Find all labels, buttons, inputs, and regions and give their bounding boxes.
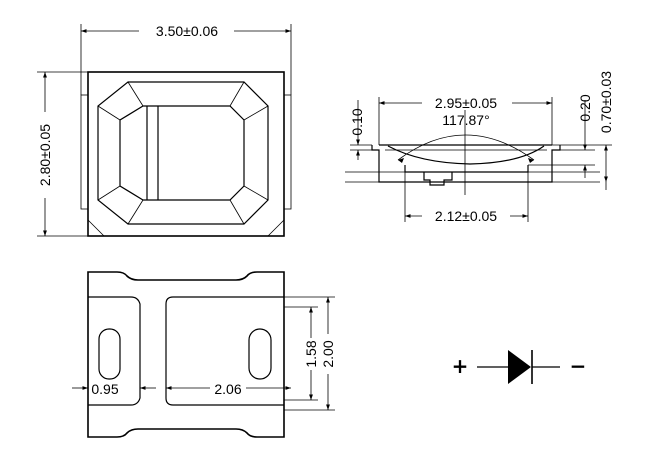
- side-right-step-dimension: 0.20: [577, 94, 593, 121]
- anode-plus-sign: +: [452, 354, 469, 378]
- right-pad-slot: [248, 328, 272, 380]
- side-left-step-dimension: 0.10: [349, 108, 365, 135]
- side-total-height-dimension: 0.70±0.03: [598, 71, 614, 133]
- polarity-symbol: + −: [452, 350, 587, 384]
- left-pad-slot: [98, 328, 121, 380]
- top-height-dimension: 2.80±0.05: [37, 124, 53, 186]
- bottom-pad-height-dimension: 1.58: [303, 340, 319, 367]
- side-bottom-width-dimension: 2.12±0.05: [435, 208, 497, 224]
- left-lead: [80, 94, 89, 210]
- top-view: 3.50±0.06 2.80±0.05: [37, 23, 292, 237]
- side-angle-dimension: 117.87°: [442, 112, 489, 128]
- left-pad: [88, 296, 141, 406]
- bottom-view: 0.95 2.06 1.58 2.00: [72, 271, 336, 438]
- right-pad: [165, 296, 284, 406]
- bottom-outline: [87, 271, 285, 438]
- cathode-minus-sign: −: [570, 354, 587, 378]
- side-view: 2.95±0.05 117.87° 2.12±0.05 0.10 0.20 0.…: [345, 71, 614, 224]
- diode-icon: [508, 350, 531, 384]
- package-outline: [87, 71, 285, 237]
- lens-outer-octagon: [97, 81, 269, 225]
- bottom-pad-width-dimension: 2.06: [214, 381, 241, 397]
- right-lead: [283, 94, 292, 210]
- side-top-width-dimension: 2.95±0.05: [435, 95, 497, 111]
- bottom-gap-dimension: 0.95: [91, 381, 118, 397]
- top-width-dimension: 3.50±0.06: [156, 23, 218, 39]
- lens-inner-octagon: [119, 105, 245, 201]
- bottom-body-height-dimension: 2.00: [320, 340, 336, 367]
